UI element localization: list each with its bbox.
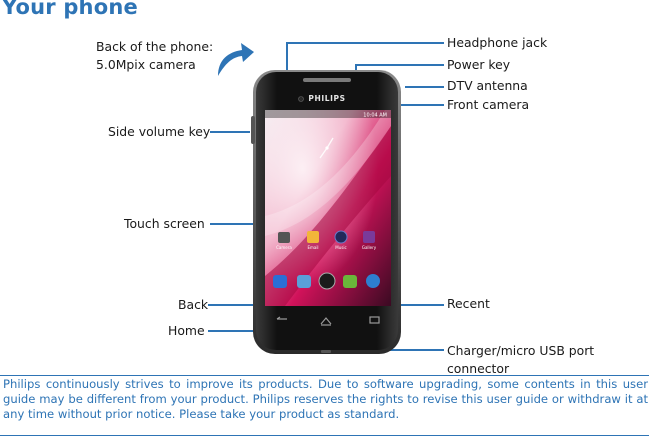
side-volume-label: Side volume key	[108, 124, 211, 139]
svg-text:Email: Email	[307, 245, 318, 250]
back-callout	[208, 304, 282, 306]
disclaimer-note: Philips continuously strives to improve …	[3, 377, 648, 422]
front-camera-label: Front camera	[447, 97, 530, 112]
power-callout-v	[355, 64, 357, 74]
bottom-divider	[0, 435, 649, 436]
svg-text:Music: Music	[335, 245, 346, 250]
phone-illustration: PHILIPS 10:04 AM Camera Email Music Gall…	[251, 70, 401, 354]
headphone-jack-label: Headphone jack	[447, 35, 548, 50]
recent-callout	[376, 304, 444, 306]
svg-text:Camera: Camera	[276, 245, 292, 250]
headphone-callout-v	[286, 42, 288, 72]
dtv-callout	[405, 86, 444, 88]
curved-arrow-icon	[218, 43, 254, 76]
power-callout-h	[355, 64, 444, 66]
svg-text:10:04 AM: 10:04 AM	[363, 113, 387, 119]
page-title: Your phone	[2, 0, 138, 19]
back-camera-label-line2: 5.0Mpix camera	[96, 57, 196, 72]
back-key-label: Back	[178, 297, 209, 312]
charger-label-line2: connector	[447, 361, 510, 376]
svg-text:PHILIPS: PHILIPS	[308, 94, 345, 103]
volume-callout	[210, 131, 250, 133]
top-divider	[0, 375, 649, 376]
back-camera-label-line1: Back of the phone:	[96, 39, 214, 54]
svg-text:Gallery: Gallery	[362, 245, 377, 250]
charger-label-line1: Charger/micro USB port	[447, 343, 595, 358]
headphone-callout-h	[286, 42, 444, 44]
recent-key-label: Recent	[447, 296, 490, 311]
dtv-antenna-label: DTV antenna	[447, 78, 528, 93]
touch-screen-label: Touch screen	[124, 216, 205, 231]
power-key-label: Power key	[447, 57, 511, 72]
home-key-label: Home	[168, 323, 205, 338]
